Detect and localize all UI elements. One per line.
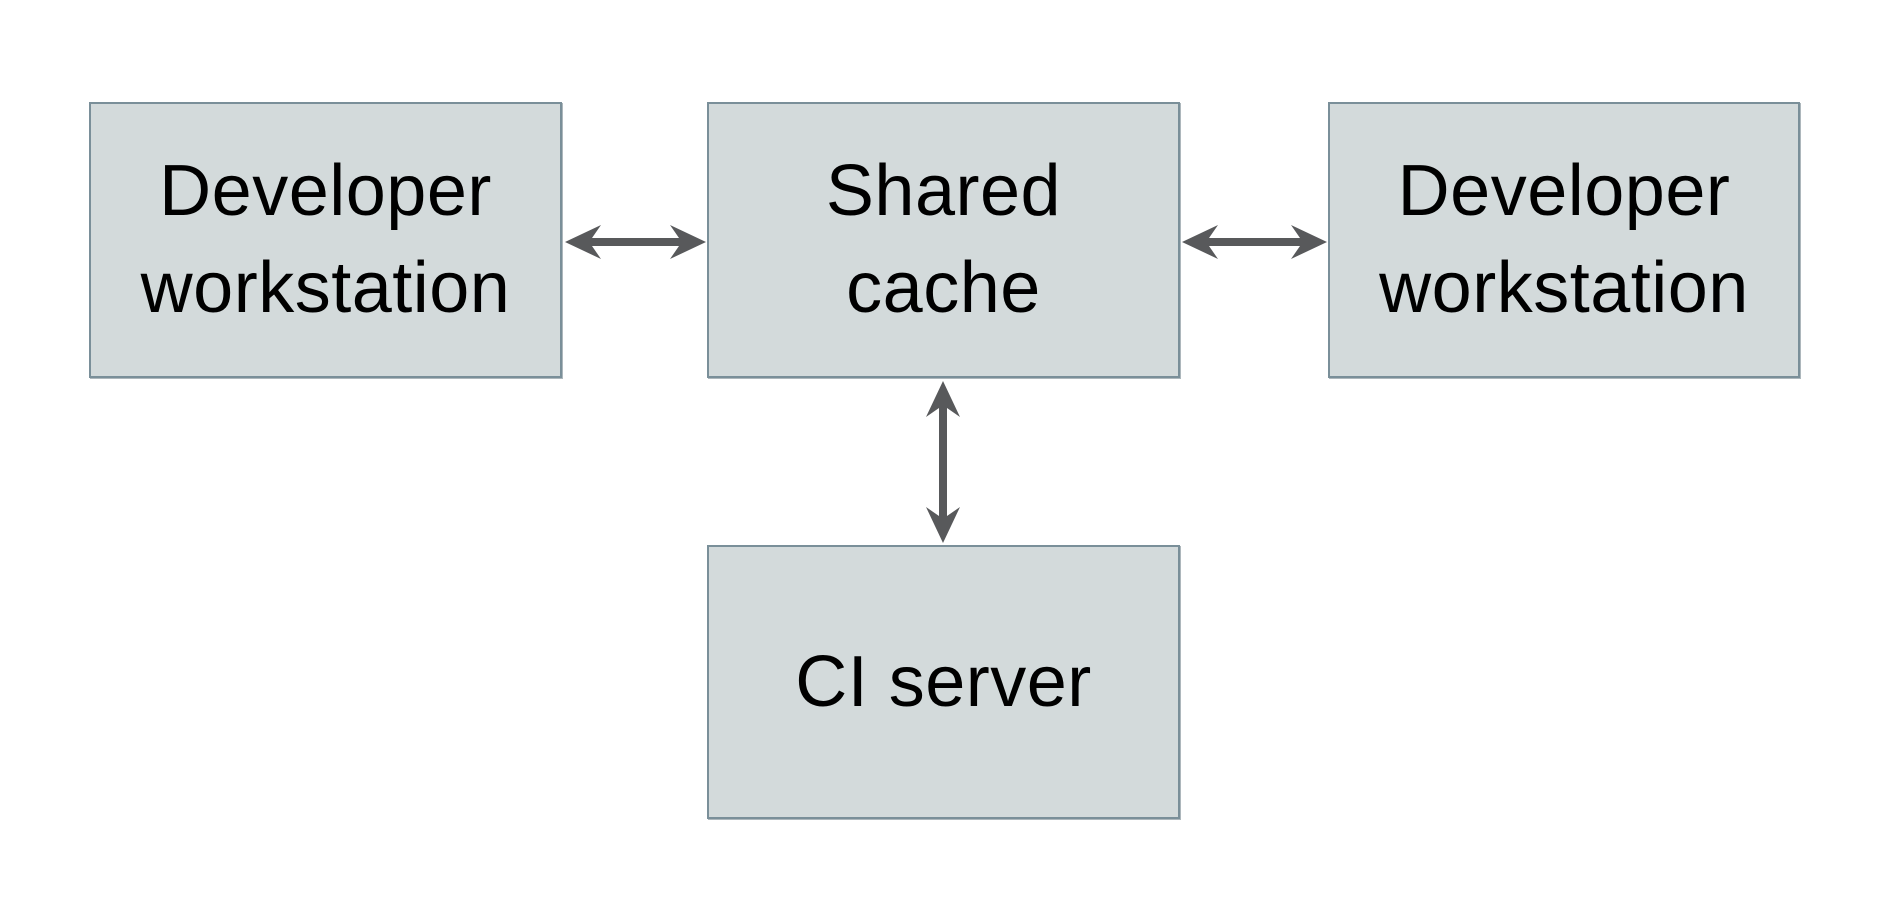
node-label-line: Developer xyxy=(159,151,492,231)
node-developer-workstation-left: Developer workstation xyxy=(89,102,562,378)
node-label-line: CI server xyxy=(795,641,1092,722)
node-label-line: workstation xyxy=(1379,248,1749,328)
node-developer-workstation-right: Developer workstation xyxy=(1328,102,1800,378)
arrow-shared-cache-ci-server xyxy=(926,381,960,543)
arrow-dev-left-shared-cache xyxy=(565,225,706,259)
node-label-line: Developer xyxy=(1397,151,1731,231)
arrow-shared-cache-dev-right xyxy=(1182,225,1327,259)
node-ci-server: CI server xyxy=(707,545,1180,819)
node-label-line: cache xyxy=(846,248,1041,328)
node-label-line: Shared xyxy=(825,151,1062,231)
node-label-line: workstation xyxy=(140,248,511,328)
node-shared-cache: Shared cache xyxy=(707,102,1180,378)
